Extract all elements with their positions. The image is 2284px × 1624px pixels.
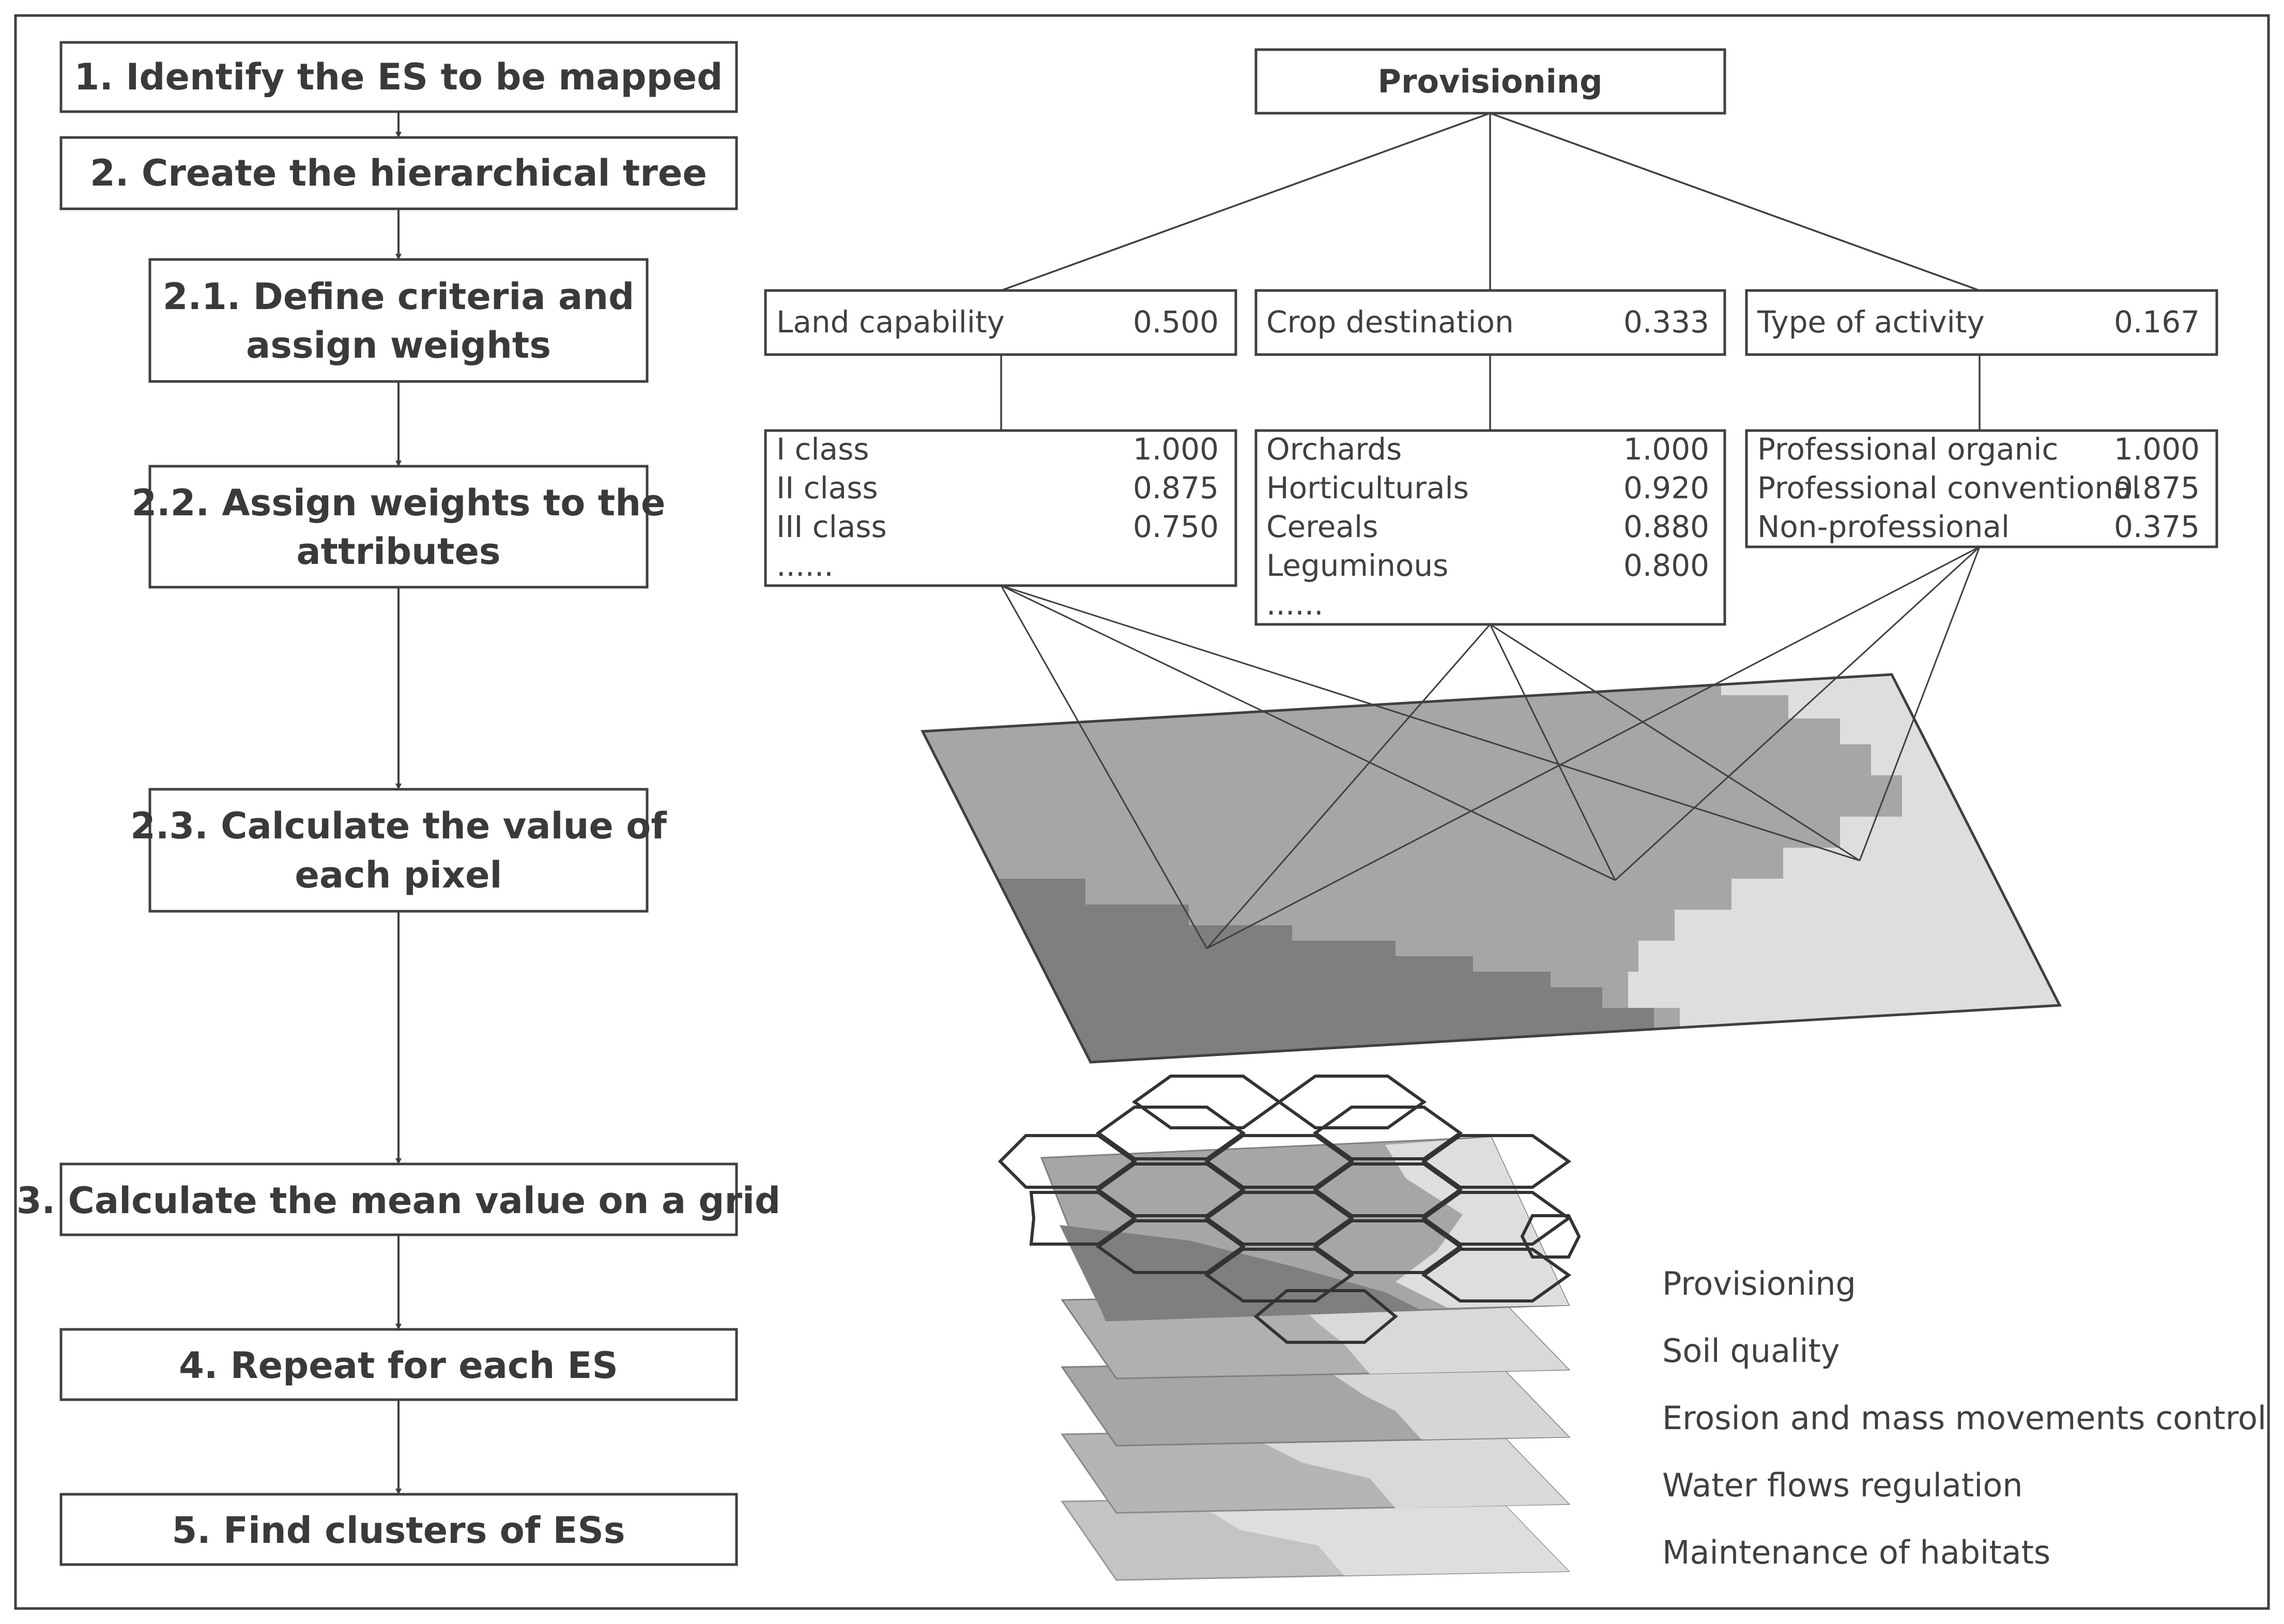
attribute-label: III class: [776, 509, 887, 544]
step-5-box: 5. Find clusters of ESs: [59, 1493, 738, 1566]
attribute-label: ......: [1266, 587, 1324, 622]
attribute-box-land-capability: I class 1.000 II class 0.875 III class 0…: [764, 429, 1237, 587]
attribute-value: 0.375: [2114, 509, 2200, 544]
step-2-2-box: 2.2. Assign weights to the attributes: [131, 465, 666, 589]
layer-water-flows-regulation: [1061, 1426, 1571, 1514]
layer-label-erosion: Erosion and mass movements control: [1662, 1399, 2266, 1437]
step-2-box: 2. Create the hierarchical tree: [59, 136, 738, 210]
attribute-label: Professional organic: [1757, 432, 2058, 467]
root-box: Provisioning: [1254, 48, 1726, 115]
layer-erosion-control: [1061, 1358, 1571, 1447]
attribute-value: 1.000: [1623, 432, 1709, 467]
step-2-3-box: 2.3. Calculate the value of each pixel: [130, 788, 667, 913]
step-2-3-label-line1: 2.3. Calculate the value of: [130, 805, 667, 847]
attribute-label: I class: [776, 432, 869, 467]
layer-label-habitats: Maintenance of habitats: [1662, 1534, 2050, 1571]
outer-frame: [14, 14, 2270, 1610]
criterion-box-crop-destination: Crop destination 0.333: [1254, 289, 1726, 356]
layer-label-soil-quality: Soil quality: [1662, 1332, 1840, 1370]
step-3-label: 3. Calculate the mean value on a grid: [17, 1179, 780, 1222]
attribute-label: Non-professional: [1757, 509, 2010, 544]
attribute-value: 0.920: [1623, 470, 1709, 505]
step-1-label: 1. Identify the ES to be mapped: [74, 56, 723, 98]
attribute-label: Orchards: [1266, 432, 1402, 467]
step-2-1-label-line2: assign weights: [246, 324, 551, 366]
step-2-1-box: 2.1. Define criteria and assign weights: [148, 258, 649, 383]
attribute-value: 0.750: [1133, 509, 1219, 544]
step-2-2-label-line2: attributes: [296, 530, 500, 573]
criterion-box-land-capability: Land capability 0.500: [764, 289, 1237, 356]
step-4-label: 4. Repeat for each ES: [179, 1344, 618, 1387]
attribute-label: Horticulturals: [1266, 470, 1469, 505]
attribute-value: 1.000: [1133, 432, 1219, 467]
criterion-box-type-of-activity: Type of activity 0.167: [1745, 289, 2218, 356]
step-2-label: 2. Create the hierarchical tree: [90, 152, 707, 194]
attribute-box-type-of-activity: Professional organic 1.000 Professional …: [1745, 429, 2218, 548]
pixel-map: [921, 673, 2062, 1064]
attribute-value: 0.880: [1623, 509, 1709, 544]
attribute-label: ......: [776, 548, 834, 583]
attribute-label: II class: [776, 470, 878, 505]
attribute-label: Professional conventional: [1757, 470, 2140, 505]
root-label: Provisioning: [1378, 63, 1603, 100]
attribute-value: 0.875: [2114, 470, 2200, 505]
step-3-box: 3. Calculate the mean value on a grid: [17, 1162, 780, 1236]
tree-links: [1000, 112, 1981, 431]
layer-stack: [998, 1075, 1581, 1581]
hexagon-grid: [998, 1075, 1581, 1344]
attribute-label: Leguminous: [1266, 548, 1448, 583]
criterion-label: Crop destination: [1266, 304, 1514, 340]
attribute-value: 1.000: [2114, 432, 2200, 467]
criterion-weight: 0.167: [2114, 304, 2200, 340]
step-1-box: 1. Identify the ES to be mapped: [59, 41, 738, 113]
attribute-box-crop-destination: Orchards 1.000 Horticulturals 0.920 Cere…: [1254, 429, 1726, 626]
criterion-label: Land capability: [776, 304, 1005, 340]
attribute-value: 0.800: [1623, 548, 1709, 583]
criterion-label: Type of activity: [1757, 304, 1985, 340]
attribute-value: 0.875: [1133, 470, 1219, 505]
step-4-box: 4. Repeat for each ES: [59, 1328, 738, 1401]
attribute-label: Cereals: [1266, 509, 1378, 544]
layer-legend: Provisioning Soil quality Erosion and ma…: [1662, 1265, 2266, 1571]
layer-label-provisioning: Provisioning: [1662, 1265, 1856, 1303]
step-2-1-label-line1: 2.1. Define criteria and: [163, 275, 634, 318]
criterion-weight: 0.333: [1623, 304, 1709, 340]
layer-maintenance-of-habitats: [1061, 1493, 1571, 1581]
layer-label-water-flows: Water flows regulation: [1662, 1466, 2023, 1504]
step-2-2-label-line1: 2.2. Assign weights to the: [131, 482, 665, 524]
step-5-label: 5. Find clusters of ESs: [172, 1509, 625, 1552]
layer-provisioning: [1040, 1136, 1570, 1322]
criterion-weight: 0.500: [1133, 304, 1219, 340]
attribute-to-pixel-links: [1000, 546, 1981, 949]
step-2-3-label-line2: each pixel: [295, 854, 502, 896]
